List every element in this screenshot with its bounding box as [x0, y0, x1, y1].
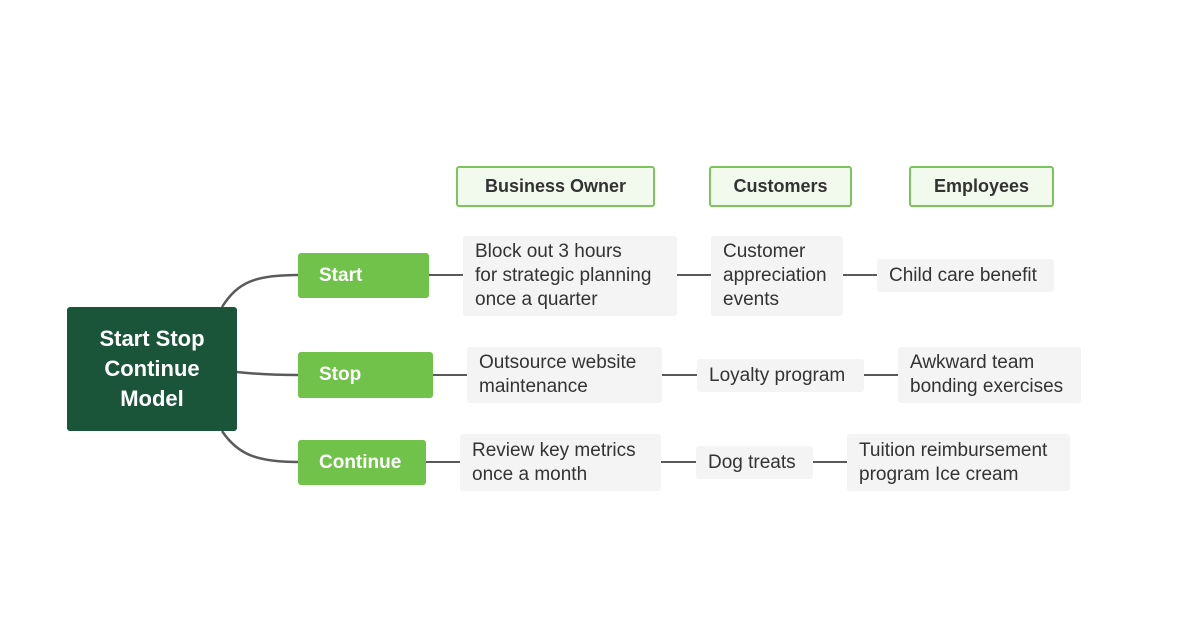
leaf-stop-customers[interactable]: Loyalty program	[697, 359, 864, 392]
connector-root-continue	[220, 430, 299, 464]
branch-stop[interactable]: Stop	[298, 352, 433, 398]
leaf-start-customers[interactable]: Customer appreciation events	[711, 236, 843, 316]
branch-start[interactable]: Start	[298, 253, 429, 298]
leaf-stop-employees[interactable]: Awkward team bonding exercises	[898, 347, 1081, 403]
leaf-continue-customers[interactable]: Dog treats	[696, 446, 813, 479]
branch-continue[interactable]: Continue	[298, 440, 426, 485]
leaf-start-business-owner[interactable]: Block out 3 hours for strategic planning…	[463, 236, 677, 316]
leaf-start-employees[interactable]: Child care benefit	[877, 259, 1054, 292]
column-header-employees[interactable]: Employees	[909, 166, 1054, 207]
leaf-stop-business-owner[interactable]: Outsource website maintenance	[467, 347, 662, 403]
column-header-business-owner[interactable]: Business Owner	[456, 166, 655, 207]
root-node[interactable]: Start Stop Continue Model	[67, 307, 237, 431]
leaf-continue-business-owner[interactable]: Review key metrics once a month	[460, 434, 661, 491]
leaf-continue-employees[interactable]: Tuition reimbursement program Ice cream	[847, 434, 1070, 491]
column-header-customers[interactable]: Customers	[709, 166, 852, 207]
connector-root-start	[220, 273, 299, 308]
connector-root-stop	[236, 370, 299, 377]
